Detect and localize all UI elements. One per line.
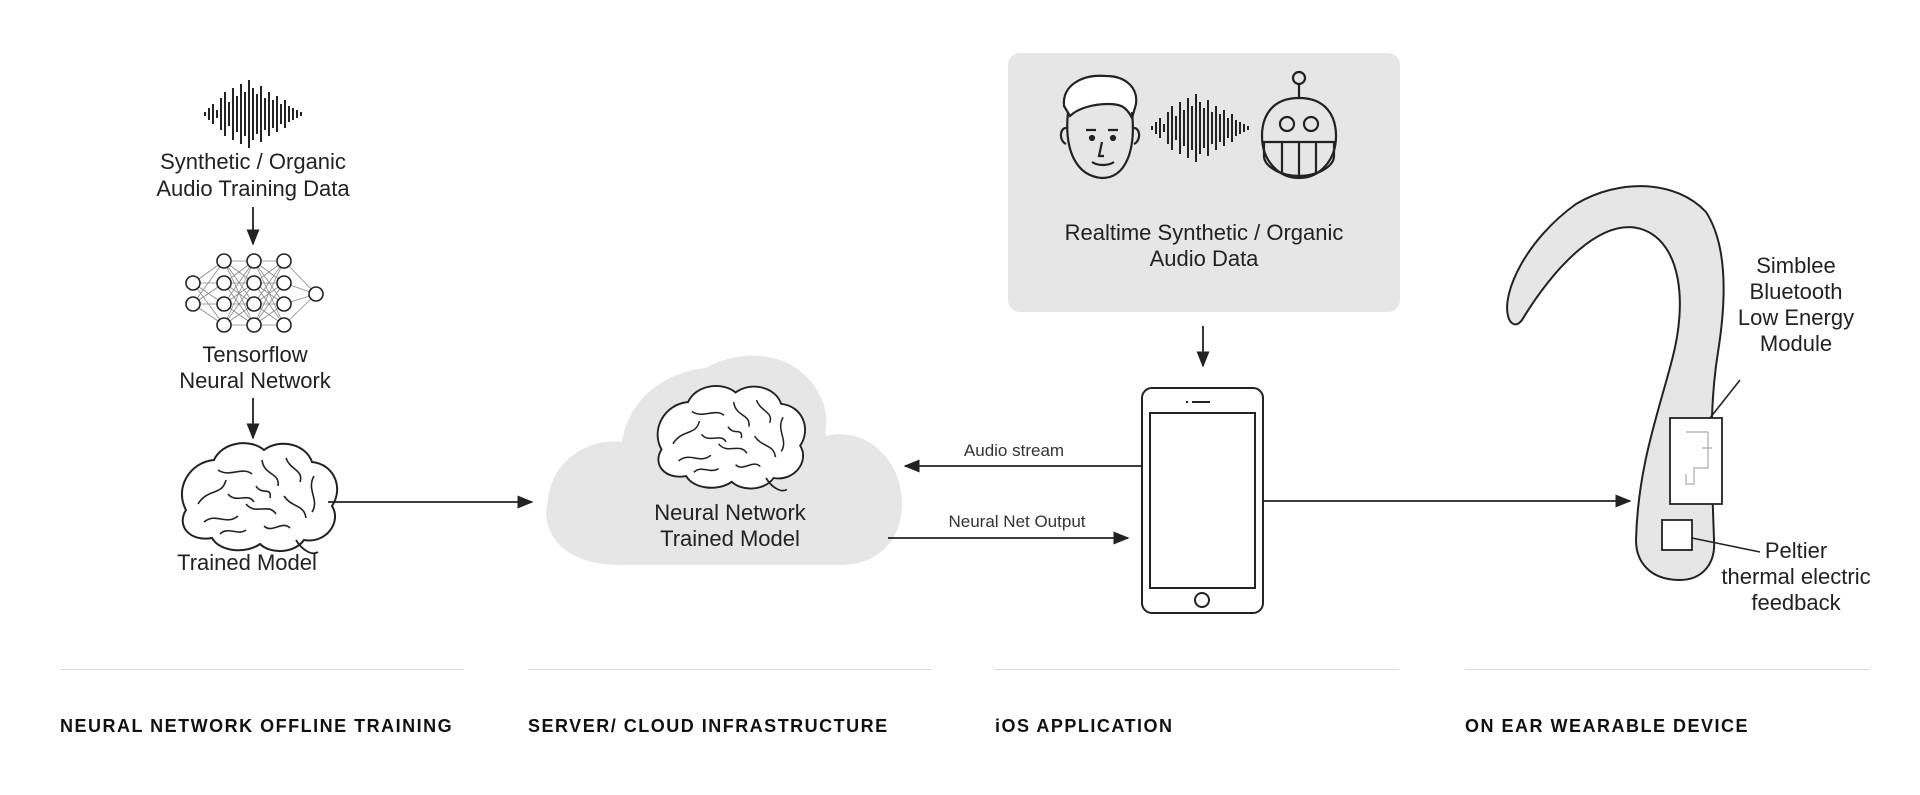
nn-label-1: Tensorflow	[202, 342, 307, 367]
section-title-cloud: SERVER/ CLOUD INFRASTRUCTURE	[528, 716, 889, 736]
smartphone-icon	[1141, 387, 1264, 614]
brain-icon	[180, 442, 339, 555]
section-title-ios: iOS APPLICATION	[995, 716, 1174, 736]
module-label-1: Simblee	[1756, 253, 1835, 278]
earpiece-icon	[1506, 185, 1761, 582]
realtime-data-panel	[1008, 53, 1400, 312]
realtime-label-2: Audio Data	[1150, 246, 1260, 271]
audio-stream-label: Audio stream	[964, 441, 1064, 460]
robot-face-icon	[1260, 70, 1338, 180]
realtime-label-1: Realtime Synthetic / Organic	[1065, 220, 1344, 245]
neural-network-icon	[185, 253, 324, 333]
training-data-label-1: Synthetic / Organic	[160, 149, 346, 174]
module-label-3: Low Energy	[1738, 305, 1854, 330]
trained-model-label: Trained Model	[177, 550, 317, 575]
module-label-4: Module	[1760, 331, 1832, 356]
human-face-icon	[1059, 74, 1141, 180]
section-divider-2	[528, 669, 932, 670]
section-title-wearable: ON EAR WEARABLE DEVICE	[1465, 716, 1750, 736]
nn-output-label: Neural Net Output	[948, 512, 1085, 531]
peltier-label-2: thermal electric	[1721, 564, 1870, 589]
cloud-label-2: Trained Model	[660, 526, 800, 551]
training-data-label-2: Audio Training Data	[156, 176, 350, 201]
nn-label-2: Neural Network	[179, 368, 332, 393]
waveform-icon	[204, 80, 302, 148]
module-label-2: Bluetooth	[1750, 279, 1843, 304]
section-divider-1	[60, 669, 464, 670]
peltier-label-1: Peltier	[1765, 538, 1827, 563]
peltier-label-3: feedback	[1751, 590, 1841, 615]
waveform-icon	[1151, 94, 1249, 162]
cloud-label-1: Neural Network	[654, 500, 807, 525]
section-divider-3	[995, 669, 1399, 670]
section-title-training: NEURAL NETWORK OFFLINE TRAINING	[60, 716, 454, 736]
section-divider-4	[1465, 669, 1869, 670]
